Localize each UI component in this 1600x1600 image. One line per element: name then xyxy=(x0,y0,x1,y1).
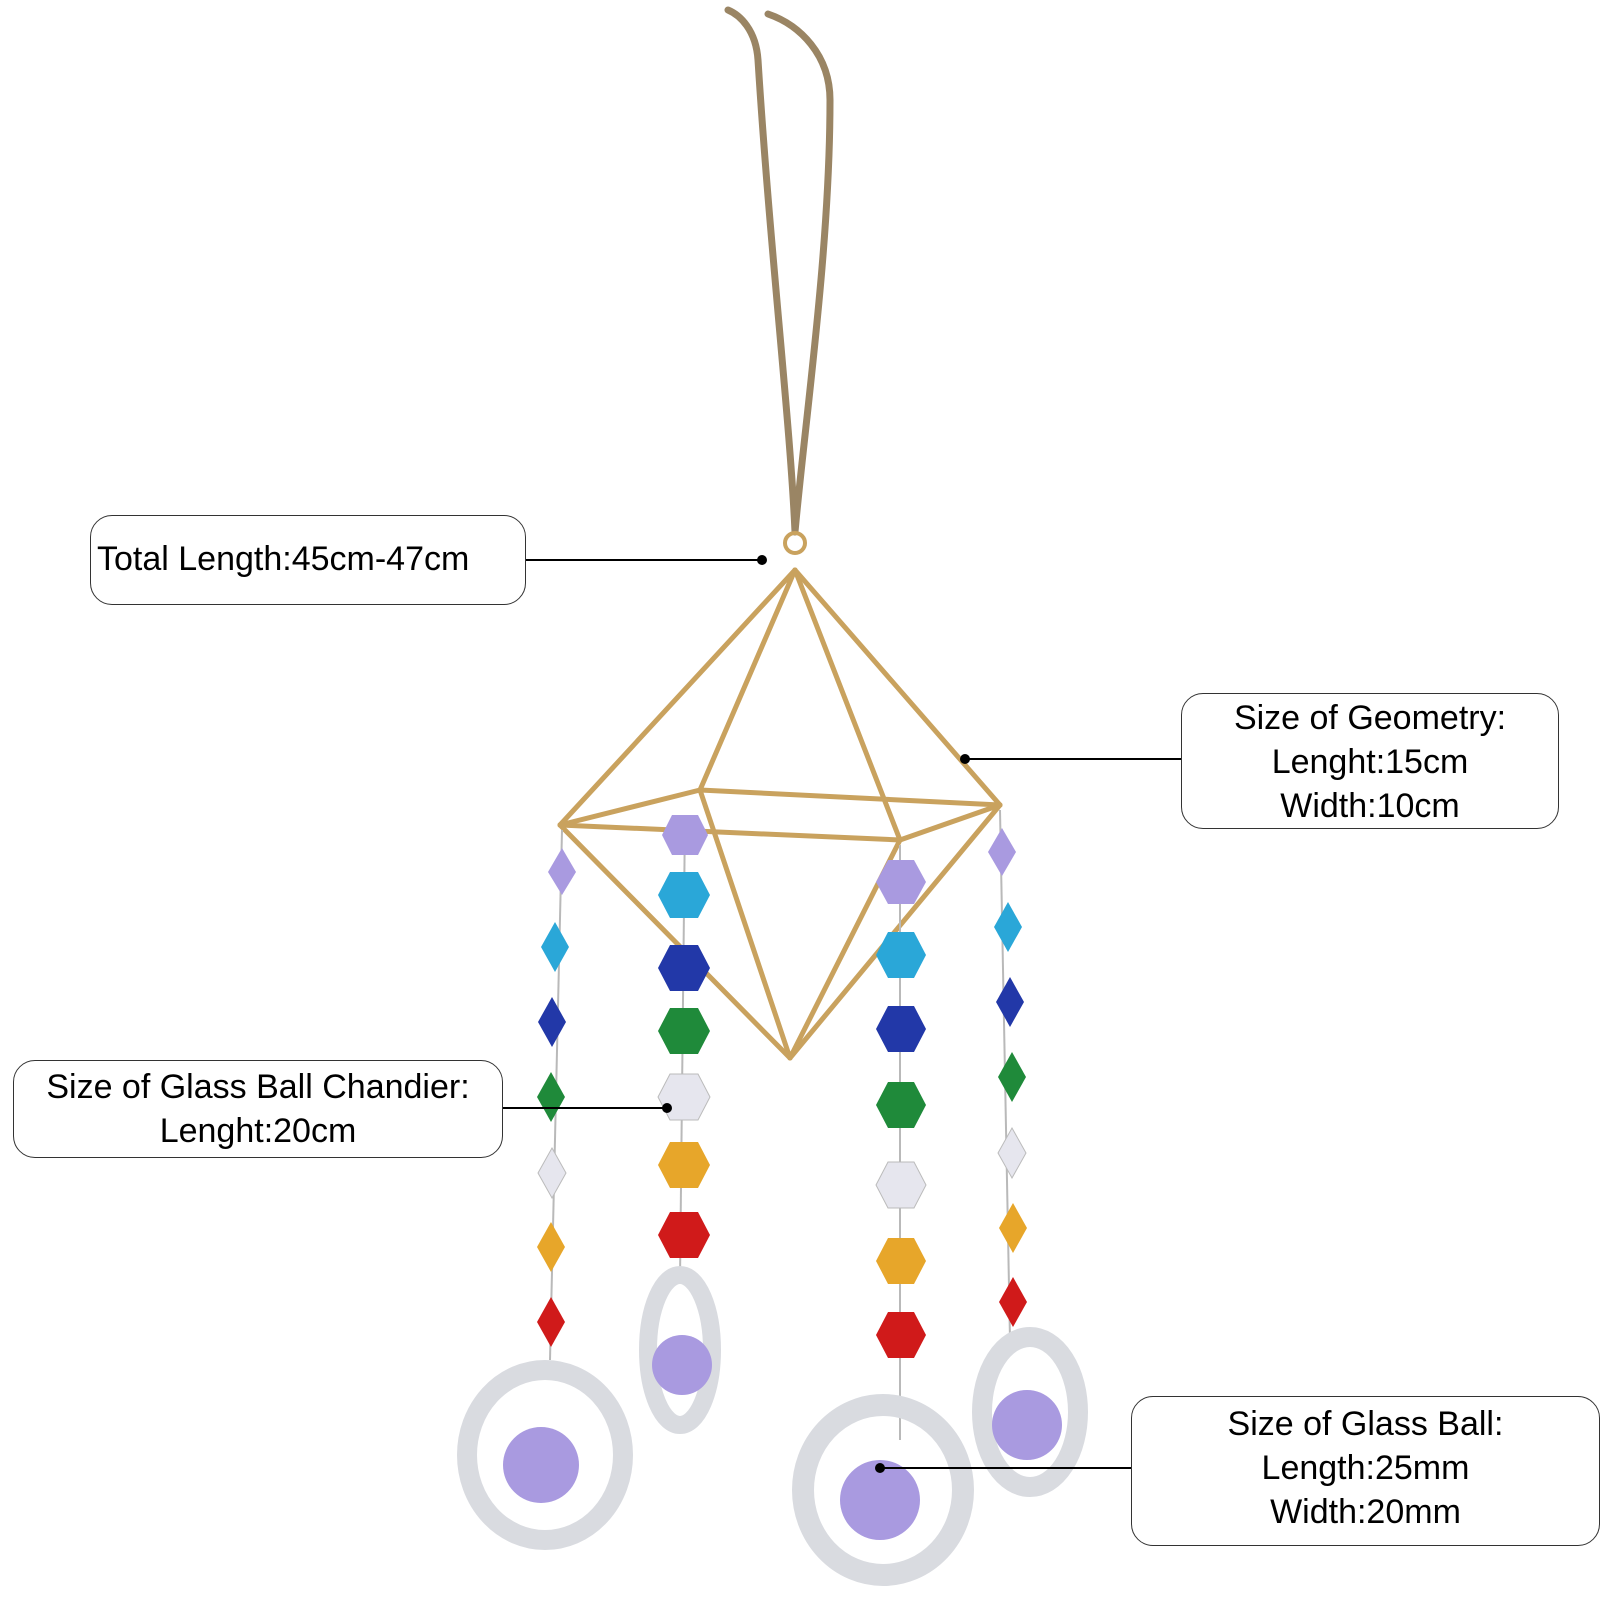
crystal-violet xyxy=(876,860,926,904)
crystal-clear xyxy=(657,1073,711,1121)
glass-ring xyxy=(639,1266,721,1434)
crystal-clear xyxy=(997,1126,1027,1180)
crystal-violet xyxy=(662,815,708,855)
glass-ball-violet xyxy=(503,1427,579,1503)
crystal-green xyxy=(998,1052,1026,1102)
twine-hanging-loop xyxy=(724,6,834,536)
crystal-aqua xyxy=(876,932,926,978)
chandelier-size-callout: Size of Glass Ball Chandier: Lenght:20cm xyxy=(13,1060,503,1158)
crystal-blue xyxy=(658,945,710,991)
glass-ball-length: Length:25mm xyxy=(1261,1449,1470,1487)
hanging-ring xyxy=(783,531,807,555)
crystal-strand-1 xyxy=(457,829,633,1550)
crystal-red xyxy=(999,1277,1027,1327)
crystal-red xyxy=(658,1212,710,1258)
total-length-label: Total Length: xyxy=(97,540,292,578)
geometric-frame xyxy=(557,567,1003,1061)
glass-ball-title: Size of Glass Ball: xyxy=(1227,1405,1504,1443)
glass-ring xyxy=(457,1360,633,1550)
crystal-amber xyxy=(876,1238,926,1284)
crystal-amber xyxy=(658,1142,710,1188)
crystal-strand-4 xyxy=(972,809,1088,1497)
total-length-callout: Total Length:45cm-47cm xyxy=(90,515,526,605)
crystal-blue xyxy=(876,1006,926,1052)
crystal-blue xyxy=(538,997,566,1047)
crystal-violet xyxy=(988,828,1016,876)
crystal-clear xyxy=(875,1161,927,1209)
glass-ball-violet xyxy=(840,1460,920,1540)
leader-lines xyxy=(503,559,1181,1469)
glass-ring xyxy=(792,1394,974,1586)
glass-ball-width: Width:20mm xyxy=(1270,1493,1461,1531)
crystal-green xyxy=(876,1082,926,1128)
crystal-strand-3 xyxy=(792,845,974,1586)
crystal-clear xyxy=(537,1146,567,1200)
crystal-strand-2 xyxy=(639,814,721,1434)
crystal-aqua xyxy=(658,872,710,918)
glass-ring xyxy=(972,1327,1088,1497)
geometry-size-callout: Size of Geometry: Lenght:15cm Width:10cm xyxy=(1181,693,1559,829)
total-length-value: 45cm-47cm xyxy=(291,540,470,578)
crystal-amber xyxy=(537,1222,565,1272)
glass-ball-violet xyxy=(652,1335,712,1395)
crystal-green xyxy=(658,1008,710,1054)
glass-ball-size-callout: Size of Glass Ball: Length:25mm Width:20… xyxy=(1131,1396,1600,1546)
glass-ball-violet xyxy=(992,1390,1062,1460)
chandelier-length: Lenght:20cm xyxy=(159,1112,357,1150)
crystal-violet xyxy=(548,848,576,895)
geometry-title: Size of Geometry: xyxy=(1233,699,1507,737)
chandelier-title: Size of Glass Ball Chandier: xyxy=(46,1068,470,1106)
geometry-width: Width:10cm xyxy=(1280,787,1460,825)
crystal-blue xyxy=(996,977,1024,1027)
crystal-red xyxy=(537,1297,565,1347)
crystal-green xyxy=(537,1072,565,1122)
geometry-length: Lenght:15cm xyxy=(1271,743,1469,781)
leader-dots xyxy=(662,555,970,1473)
crystal-amber xyxy=(999,1203,1027,1253)
crystal-aqua xyxy=(994,902,1022,952)
crystal-red xyxy=(876,1312,926,1358)
crystal-aqua xyxy=(541,922,569,972)
